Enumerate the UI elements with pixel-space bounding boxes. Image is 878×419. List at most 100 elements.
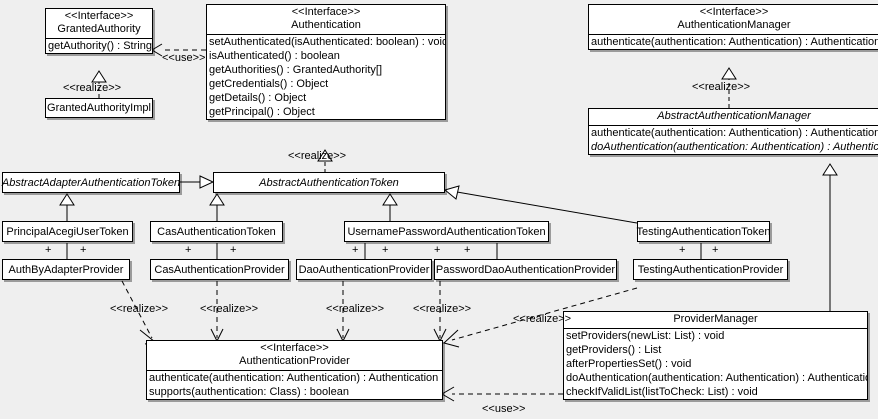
edge-generalize-provider-manager bbox=[822, 163, 838, 311]
edge-use-provider-manager bbox=[441, 386, 563, 402]
stereotype-label: <<Interface>> bbox=[64, 10, 134, 22]
divider bbox=[207, 34, 445, 35]
operation-row: authenticate(authentication: Authenticat… bbox=[149, 372, 439, 384]
multiplicity-marker: + bbox=[382, 244, 389, 256]
stereotype-label: <<Interface>> bbox=[699, 6, 769, 18]
multiplicity-marker: + bbox=[434, 244, 441, 256]
class-name: CasAuthenticationToken bbox=[157, 225, 276, 238]
divider bbox=[589, 34, 878, 35]
operation-row: doAuthentication(authentication: Authent… bbox=[591, 141, 878, 153]
class-name: DaoAuthenticationProvider bbox=[298, 263, 430, 276]
class-authentication[interactable]: <<Interface>> Authentication setAuthenti… bbox=[206, 4, 446, 120]
multiplicity-marker: + bbox=[464, 244, 471, 256]
multiplicity-marker: + bbox=[185, 244, 192, 256]
class-header: <<Interface>> GrantedAuthority bbox=[46, 9, 152, 38]
class-name: AbstractAdapterAuthenticationToken bbox=[1, 176, 181, 189]
class-name: TestingAuthenticationToken bbox=[636, 225, 771, 238]
edge-generalize-cas-token bbox=[209, 193, 225, 221]
operation-row: getAuthority() : String bbox=[48, 40, 152, 52]
class-header: <<Interface>> AuthenticationManager bbox=[589, 5, 878, 34]
operation-row: getPrincipal() : Object bbox=[209, 106, 315, 118]
class-username-password-authentication-token[interactable]: UsernamePasswordAuthenticationToken bbox=[344, 221, 549, 242]
operation-row: setProviders(newList: List) : void bbox=[566, 330, 725, 342]
multiplicity-marker: + bbox=[80, 244, 87, 256]
class-name: TestingAuthenticationProvider bbox=[637, 263, 784, 276]
label-realize-testing-provider: <<realize>> bbox=[513, 313, 572, 325]
class-name: AuthenticationManager bbox=[677, 19, 791, 31]
operation-row: doAuthentication(authentication: Authent… bbox=[566, 372, 867, 384]
operation-row: authenticate(authentication: Authenticat… bbox=[591, 127, 878, 139]
operations-compartment: authenticate(authentication: Authenticat… bbox=[589, 35, 878, 49]
class-name: Authentication bbox=[291, 19, 361, 31]
label-realize-auth-by-adapter: <<realize>> bbox=[110, 303, 169, 315]
class-provider-manager[interactable]: ProviderManager setProviders(newList: Li… bbox=[563, 311, 868, 400]
multiplicity-marker: + bbox=[230, 244, 237, 256]
edge-generalize-principal-acegi-token bbox=[59, 193, 75, 221]
stereotype-label: <<Interface>> bbox=[260, 342, 329, 354]
class-name: ProviderManager bbox=[673, 313, 758, 325]
multiplicity-marker: + bbox=[45, 244, 52, 256]
divider bbox=[147, 370, 442, 371]
class-granted-authority[interactable]: <<Interface>> GrantedAuthority getAuthor… bbox=[45, 8, 153, 54]
label-realize-password-dao-provider: <<realize>> bbox=[413, 303, 472, 315]
class-header: <<Interface>> AuthenticationProvider bbox=[147, 341, 442, 370]
divider bbox=[564, 328, 867, 329]
class-header: <<Interface>> Authentication bbox=[207, 5, 445, 34]
label-realize-authentication-manager: <<realize>> bbox=[692, 81, 751, 93]
class-abstract-adapter-authentication-token[interactable]: AbstractAdapterAuthenticationToken bbox=[2, 172, 180, 193]
operation-row: supports(authentication: Class) : boolea… bbox=[149, 386, 349, 398]
class-name: PasswordDaoAuthenticationProvider bbox=[435, 263, 616, 276]
edge-generalize-abstract-adapter-token bbox=[180, 175, 215, 189]
class-authentication-manager[interactable]: <<Interface>> AuthenticationManager auth… bbox=[588, 4, 878, 50]
class-granted-authority-impl[interactable]: GrantedAuthorityImpl bbox=[45, 98, 153, 118]
class-name: GrantedAuthority bbox=[57, 23, 141, 35]
class-name: AbstractAuthenticationToken bbox=[259, 176, 399, 189]
class-dao-authentication-provider[interactable]: DaoAuthenticationProvider bbox=[296, 259, 432, 280]
class-name: PrincipalAcegiUserToken bbox=[6, 225, 129, 238]
class-testing-authentication-token[interactable]: TestingAuthenticationToken bbox=[637, 221, 770, 242]
class-testing-authentication-provider[interactable]: TestingAuthenticationProvider bbox=[633, 259, 788, 280]
class-name: GrantedAuthorityImpl bbox=[47, 102, 151, 114]
class-name: AuthenticationProvider bbox=[239, 355, 350, 367]
operation-row: afterPropertiesSet() : void bbox=[566, 358, 692, 370]
operation-row: setAuthenticated(isAuthenticated: boolea… bbox=[209, 36, 445, 48]
operation-row: checkIfValidList(listToCheck: List) : vo… bbox=[566, 386, 758, 398]
operations-compartment: getAuthority() : String bbox=[46, 39, 152, 53]
class-header: ProviderManager bbox=[564, 312, 867, 328]
class-principal-acegi-user-token[interactable]: PrincipalAcegiUserToken bbox=[2, 221, 133, 242]
label-realize-dao-provider: <<realize>> bbox=[326, 303, 385, 315]
operations-compartment: setProviders(newList: List) : void getPr… bbox=[564, 329, 867, 399]
class-authentication-provider[interactable]: <<Interface>> AuthenticationProvider aut… bbox=[146, 340, 443, 400]
operation-row: getCredentials() : Object bbox=[209, 78, 329, 90]
operation-row: getDetails() : Object bbox=[209, 92, 307, 104]
multiplicity-marker: + bbox=[712, 244, 719, 256]
label-use-granted-authority: <<use>> bbox=[162, 52, 206, 64]
class-abstract-authentication-token[interactable]: AbstractAuthenticationToken bbox=[213, 172, 445, 193]
edge-generalize-username-password-token bbox=[382, 193, 398, 221]
operations-compartment: authenticate(authentication: Authenticat… bbox=[589, 126, 878, 154]
divider bbox=[589, 125, 878, 126]
label-realize-authentication: <<realize>> bbox=[288, 150, 347, 162]
operation-row: getProviders() : List bbox=[566, 344, 662, 356]
operations-compartment: setAuthenticated(isAuthenticated: boolea… bbox=[207, 35, 445, 119]
operation-row: isAuthenticated() : boolean bbox=[209, 50, 340, 62]
class-name: UsernamePasswordAuthenticationToken bbox=[347, 225, 546, 238]
class-auth-by-adapter-provider[interactable]: AuthByAdapterProvider bbox=[2, 259, 130, 280]
class-header: AbstractAuthenticationManager bbox=[589, 109, 878, 125]
class-cas-authentication-provider[interactable]: CasAuthenticationProvider bbox=[150, 259, 289, 280]
class-abstract-authentication-manager[interactable]: AbstractAuthenticationManager authentica… bbox=[588, 108, 878, 155]
multiplicity-marker: + bbox=[352, 244, 359, 256]
multiplicity-marker: + bbox=[679, 244, 686, 256]
class-name: CasAuthenticationProvider bbox=[154, 263, 285, 276]
class-password-dao-authentication-provider[interactable]: PasswordDaoAuthenticationProvider bbox=[434, 259, 617, 280]
operation-row: getAuthorities() : GrantedAuthority[] bbox=[209, 64, 383, 76]
class-name: AbstractAuthenticationManager bbox=[657, 110, 811, 122]
edge-generalize-testing-token bbox=[443, 185, 638, 224]
class-cas-authentication-token[interactable]: CasAuthenticationToken bbox=[150, 221, 283, 242]
label-realize-cas-provider: <<realize>> bbox=[200, 303, 259, 315]
class-name: AuthByAdapterProvider bbox=[8, 263, 124, 276]
divider bbox=[46, 38, 152, 39]
stereotype-label: <<Interface>> bbox=[291, 6, 361, 18]
operation-row: authenticate(authentication: Authenticat… bbox=[591, 36, 878, 48]
